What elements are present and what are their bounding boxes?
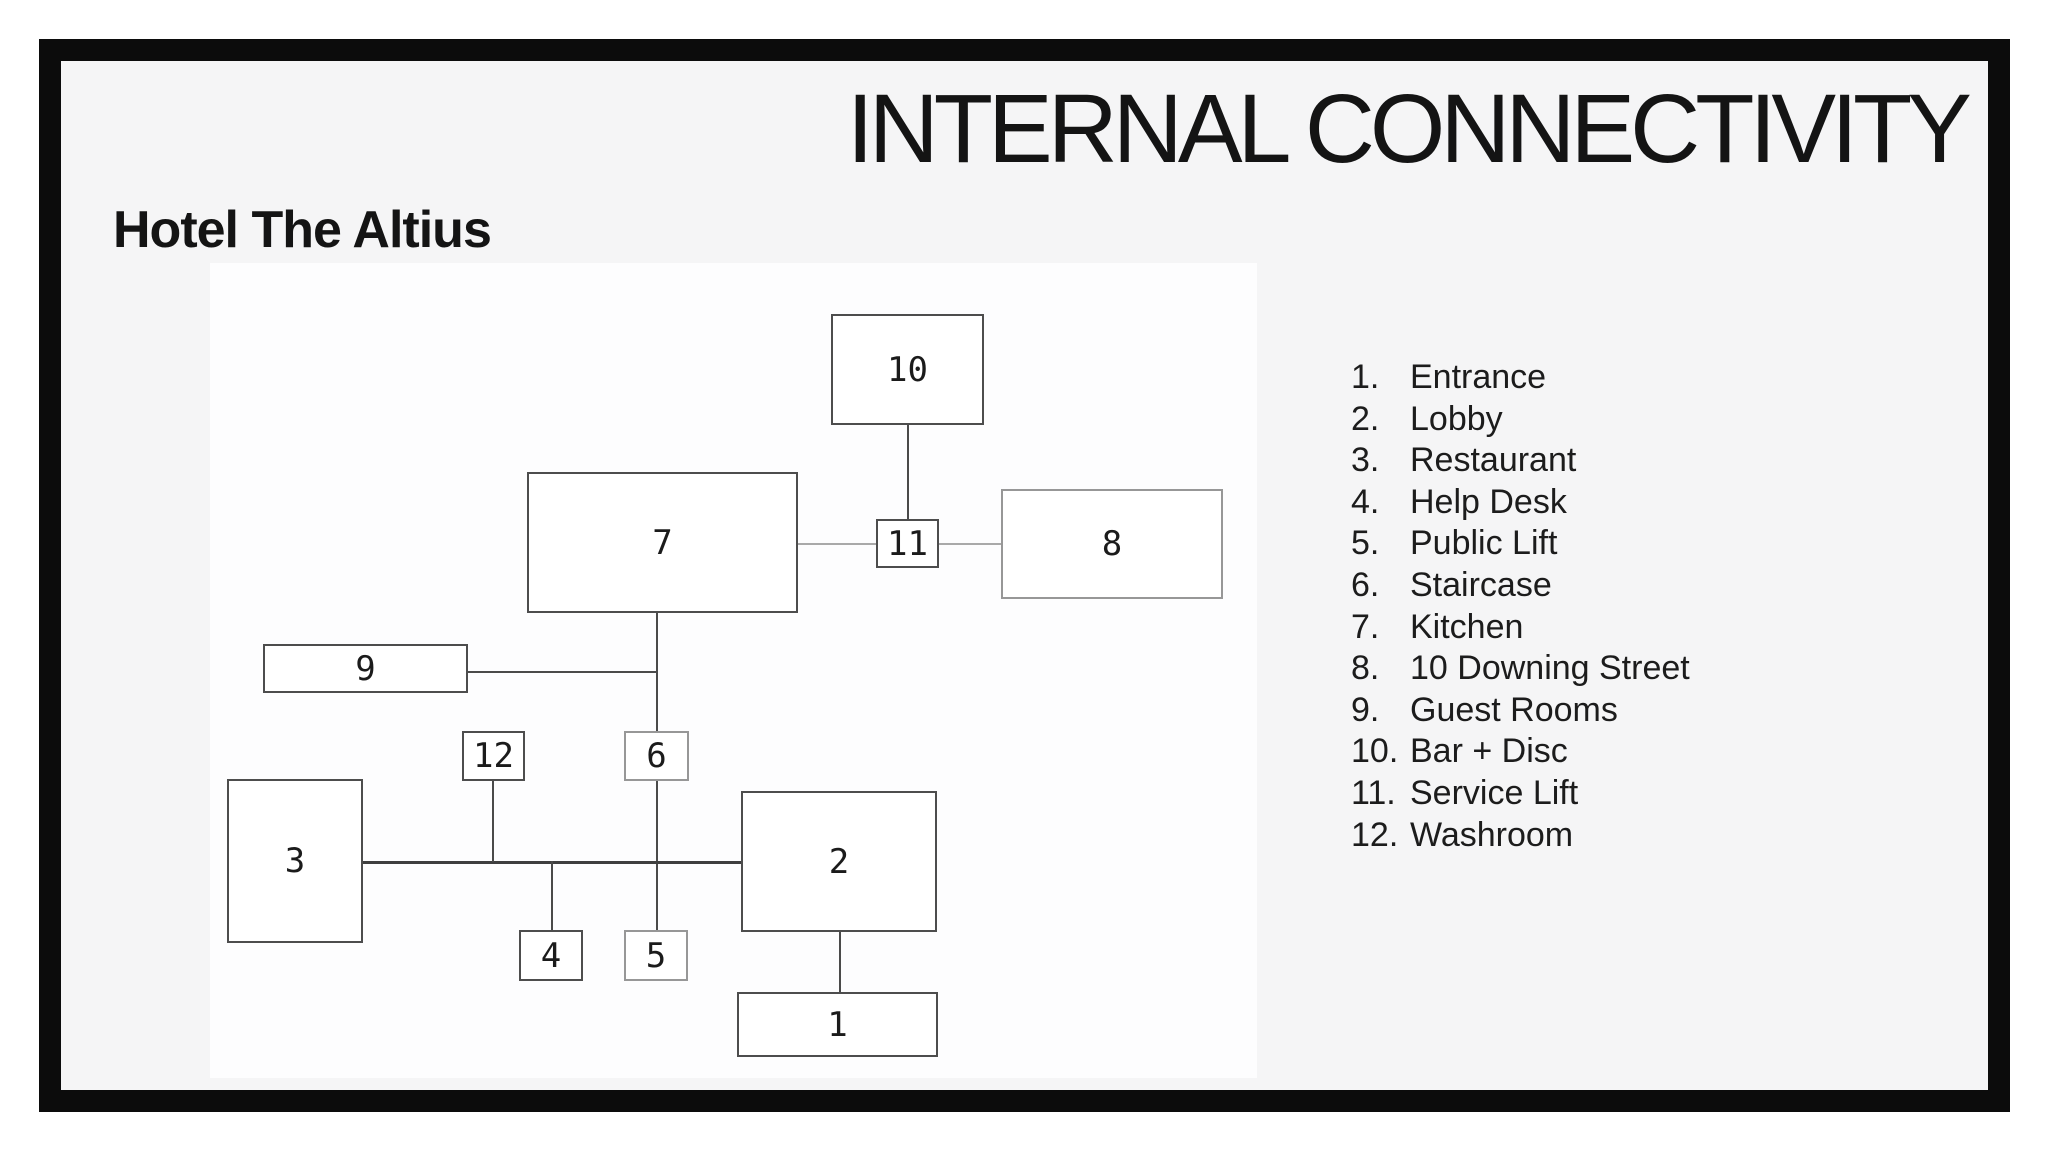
legend-item-10: 10. Bar + Disc (1351, 731, 1690, 773)
connector-11-8 (939, 543, 1001, 545)
connector-9-junction (468, 671, 657, 673)
legend-item-number: 6. (1351, 565, 1380, 604)
legend-item-11: 11. Service Lift (1351, 773, 1690, 815)
slide-title: INTERNAL CONNECTIVITY (846, 74, 1972, 183)
diagram-box-5: 5 (624, 930, 688, 981)
diagram-box-1: 1 (737, 992, 938, 1057)
diagram-box-3: 3 (227, 779, 363, 943)
legend-item-number: 5. (1351, 524, 1380, 563)
connector-12-trunk (492, 781, 494, 862)
legend-item-7: 7. Kitchen (1351, 607, 1690, 649)
legend-item-label: Guest Rooms (1410, 690, 1618, 729)
legend-item-label: Kitchen (1410, 607, 1524, 646)
diagram-box-12: 12 (462, 731, 525, 781)
legend-item-label: Help Desk (1410, 482, 1567, 521)
connector-7-11 (798, 543, 876, 545)
diagram-box-6: 6 (624, 731, 689, 781)
slide-subtitle: Hotel The Altius (113, 201, 492, 259)
legend-item-number: 9. (1351, 690, 1380, 729)
legend-item-label: Entrance (1410, 358, 1547, 396)
diagram-box-11: 11 (876, 519, 939, 568)
diagram-box-8: 8 (1001, 489, 1223, 599)
legend-list: 1. Entrance 2. Lobby 3. Restaurant 4. Help Desk… (1351, 357, 1690, 856)
diagram-box-10: 10 (831, 314, 984, 425)
legend-item-label: Staircase (1410, 565, 1552, 604)
legend-item-label: Restaurant (1410, 441, 1577, 480)
legend-item-9: 9. Guest Rooms (1351, 690, 1690, 732)
legend-item-1: 1. Entrance (1351, 357, 1690, 399)
legend-item-label: Service Lift (1410, 773, 1579, 812)
legend-item-label: Public Lift (1410, 524, 1558, 563)
legend-item-3: 3. Restaurant (1351, 440, 1690, 482)
legend-item-number: 1. (1351, 358, 1380, 396)
legend-item-12: 12. Washroom (1351, 815, 1690, 857)
legend-item-number: 2. (1351, 399, 1380, 438)
legend-item-number: 11. (1351, 773, 1396, 812)
legend-item-number: 12. (1351, 815, 1399, 854)
diagram-box-2: 2 (741, 791, 937, 932)
connector-trunk-4 (551, 861, 553, 930)
legend-item-label: 10 Downing Street (1410, 649, 1690, 688)
legend-item-label: Washroom (1410, 815, 1574, 854)
connector-10-11 (907, 425, 909, 520)
legend-item-number: 4. (1351, 482, 1380, 521)
connector-7-6 (656, 613, 658, 731)
legend-item-number: 8. (1351, 649, 1380, 688)
legend-item-number: 3. (1351, 441, 1380, 480)
legend-item-4: 4. Help Desk (1351, 482, 1690, 524)
connector-2-1 (839, 932, 841, 992)
diagram-box-9: 9 (263, 644, 468, 693)
diagram-box-7: 7 (527, 472, 798, 613)
legend-item-2: 2. Lobby (1351, 399, 1690, 441)
diagram-box-4: 4 (519, 930, 583, 981)
legend-item-6: 6. Staircase (1351, 565, 1690, 607)
legend-item-8: 8. 10 Downing Street (1351, 648, 1690, 690)
legend-item-label: Bar + Disc (1410, 732, 1568, 771)
legend-item-number: 10. (1351, 732, 1399, 771)
legend-item-label: Lobby (1410, 399, 1503, 438)
legend-item-number: 7. (1351, 607, 1380, 646)
legend-item-5: 5. Public Lift (1351, 523, 1690, 565)
connector-6-5 (656, 781, 658, 930)
